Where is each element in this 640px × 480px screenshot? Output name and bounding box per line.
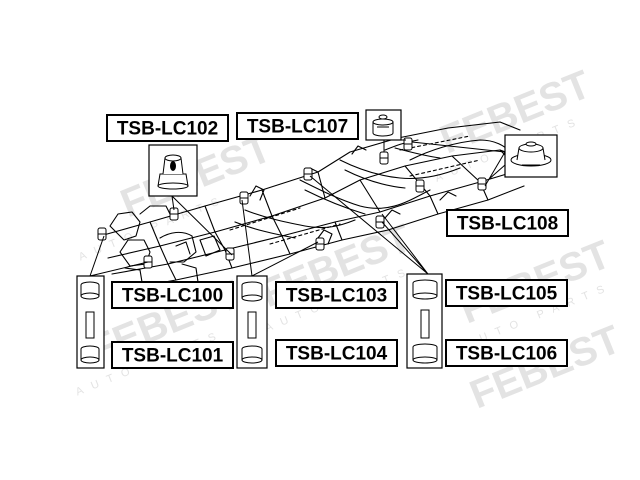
mount-point	[239, 191, 249, 205]
part-label-tsb-lc107: TSB-LC107	[236, 112, 359, 140]
mount-point	[375, 215, 385, 229]
part-label-tsb-lc106: TSB-LC106	[445, 339, 568, 367]
part-label-text: TSB-LC104	[286, 344, 388, 365]
part-label-text: TSB-LC108	[457, 214, 558, 235]
part-label-tsb-lc102: TSB-LC102	[106, 114, 229, 142]
part-group-lc100-lc101-image	[76, 275, 105, 369]
mount-points	[97, 137, 487, 269]
part-label-text: TSB-LC103	[286, 286, 387, 307]
mount-point	[415, 179, 425, 193]
part-label-tsb-lc100: TSB-LC100	[111, 281, 234, 309]
part-tsb-lc102-image	[148, 144, 198, 197]
part-label-text: TSB-LC100	[122, 286, 223, 307]
mount-point	[379, 151, 389, 165]
part-group-lc105-lc106-image	[406, 273, 443, 369]
mount-point	[315, 237, 325, 251]
part-label-tsb-lc101: TSB-LC101	[111, 341, 234, 369]
part-label-text: TSB-LC101	[122, 346, 224, 367]
part-group-lc103-lc104-image	[236, 275, 268, 369]
mount-point	[97, 227, 107, 241]
part-label-tsb-lc105: TSB-LC105	[445, 279, 568, 307]
chassis-frame	[99, 121, 525, 291]
mount-point	[169, 207, 179, 221]
part-tsb-lc108-image	[504, 134, 558, 178]
part-labels: TSB-LC102 TSB-LC107 TSB-LC108 TSB-LC100 …	[106, 112, 569, 369]
part-label-text: TSB-LC105	[456, 284, 558, 305]
part-tsb-lc107-image	[365, 109, 402, 141]
part-label-tsb-lc103: TSB-LC103	[275, 281, 398, 309]
part-label-tsb-lc104: TSB-LC104	[275, 339, 398, 367]
part-label-text: TSB-LC102	[117, 119, 218, 140]
leader-lines	[89, 139, 506, 277]
part-label-tsb-lc108: TSB-LC108	[446, 209, 569, 237]
part-label-text: TSB-LC106	[456, 344, 557, 365]
part-label-text: TSB-LC107	[247, 117, 348, 138]
mount-point	[403, 137, 413, 151]
mount-point	[303, 167, 313, 181]
mount-point	[477, 177, 487, 191]
